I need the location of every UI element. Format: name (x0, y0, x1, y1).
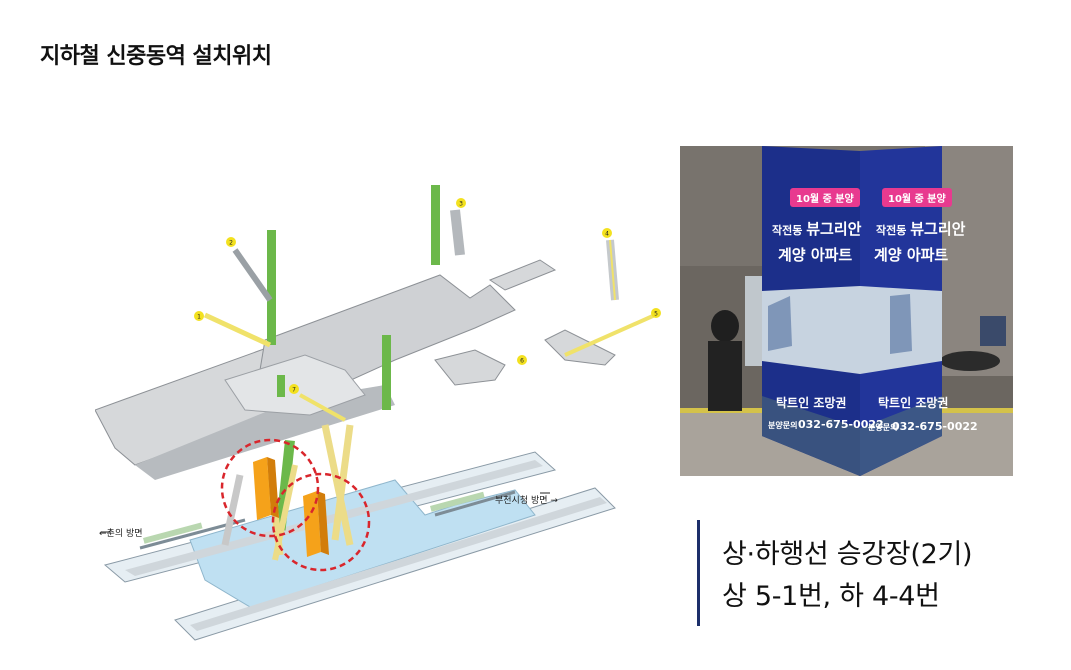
exit-number-label: 6 (520, 358, 524, 365)
exit-number-label: 2 (229, 240, 233, 247)
direction-label-right: 부천시청 방면 → (495, 496, 558, 506)
station-map-drawing: 1 2 3 4 5 6 7 (95, 185, 661, 641)
exit-number-label: 3 (459, 201, 463, 208)
stair-lines (203, 209, 656, 561)
highlight-circle (271, 472, 371, 572)
platform-level (103, 451, 616, 641)
installation-photo: 10월 중 분양 10월 중 분양 작전동 뷰그리안 작전동 뷰그리안 계양 아… (680, 146, 1013, 476)
station-map: 1 2 3 4 5 6 7 ←춘의 방면 부천시청 방면 → (95, 170, 670, 650)
highlight-circle (220, 438, 320, 538)
photo-agency-right: 탁트인 조망권 (878, 396, 949, 410)
photo-phone-right: 032-675-0022 (892, 420, 978, 433)
exit-number-label: 1 (197, 314, 201, 321)
photo-phone-label-left: 분양문의 (768, 421, 798, 430)
photo-phone-label-right: 분양문의 (868, 423, 898, 432)
exit-number-markers (194, 198, 661, 394)
photo-subhead-left: 계양 아파트 (778, 246, 853, 264)
info-accent-bar (697, 520, 700, 626)
page-title: 지하철 신중동역 설치위치 (40, 44, 272, 69)
photo-badge-left: 10월 중 분양 (790, 188, 860, 207)
install-location-markers (220, 438, 371, 572)
photo-agency-left: 탁트인 조망권 (776, 396, 847, 410)
info-positions: 상 5-1번, 하 4-4번 (722, 581, 940, 612)
photo-headline-right: 작전동 뷰그리안 (876, 220, 966, 238)
photo-headline-left: 작전동 뷰그리안 (772, 220, 862, 238)
exit-number-label: 5 (654, 311, 658, 318)
info-platforms: 상·하행선 승강장(2기) (722, 539, 973, 570)
exit-number-label: 7 (292, 387, 296, 394)
photo-subhead-right: 계양 아파트 (874, 246, 949, 264)
exit-number-label: 4 (605, 231, 609, 238)
direction-label-left: ←춘의 방면 (99, 529, 143, 539)
concourse-level (95, 259, 616, 480)
photo-badge-right: 10월 중 분양 (882, 188, 952, 207)
photo-phone-left: 032-675-0022 (798, 418, 884, 431)
